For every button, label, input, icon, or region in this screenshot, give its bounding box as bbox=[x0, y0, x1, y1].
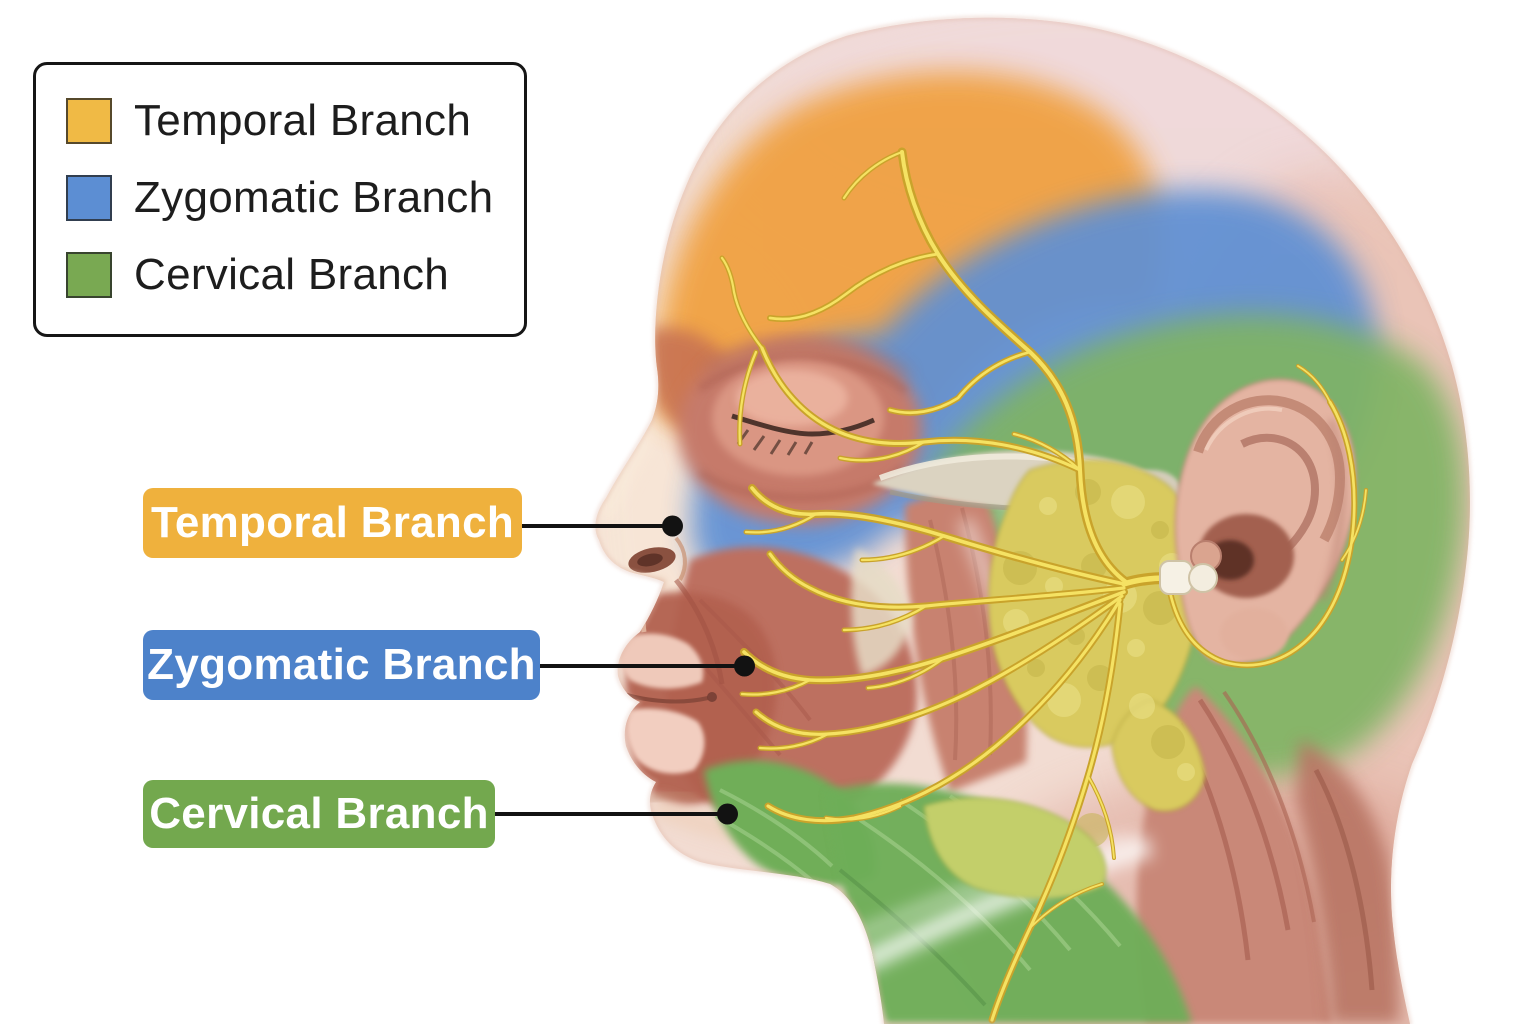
temporal-color-swatch bbox=[66, 98, 112, 144]
cervical-branch-label: Cervical Branch bbox=[143, 780, 495, 848]
legend-item-temporal: Temporal Branch bbox=[66, 89, 514, 153]
cervical-color-swatch bbox=[66, 252, 112, 298]
cervical-leader-line bbox=[495, 812, 727, 816]
zygomatic-branch-label: Zygomatic Branch bbox=[143, 630, 540, 700]
platysma-muscle bbox=[704, 760, 1192, 1024]
temporal-leader-line bbox=[522, 524, 672, 528]
ear bbox=[1174, 378, 1357, 666]
legend-label-zygomatic: Zygomatic Branch bbox=[134, 173, 494, 222]
zygomatic-leader-line bbox=[540, 664, 744, 668]
lips bbox=[618, 633, 717, 803]
zygomatic-color-swatch bbox=[66, 175, 112, 221]
legend-item-cervical: Cervical Branch bbox=[66, 243, 514, 307]
eyelash-line bbox=[731, 413, 876, 437]
legend-box: Temporal Branch Zygomatic Branch Cervica… bbox=[33, 62, 527, 337]
legend-label-temporal: Temporal Branch bbox=[134, 96, 472, 145]
legend-label-cervical: Cervical Branch bbox=[134, 250, 450, 299]
legend-item-zygomatic: Zygomatic Branch bbox=[66, 166, 514, 230]
temporal-branch-label: Temporal Branch bbox=[143, 488, 522, 558]
nerve-trunk-stub bbox=[1159, 560, 1218, 595]
